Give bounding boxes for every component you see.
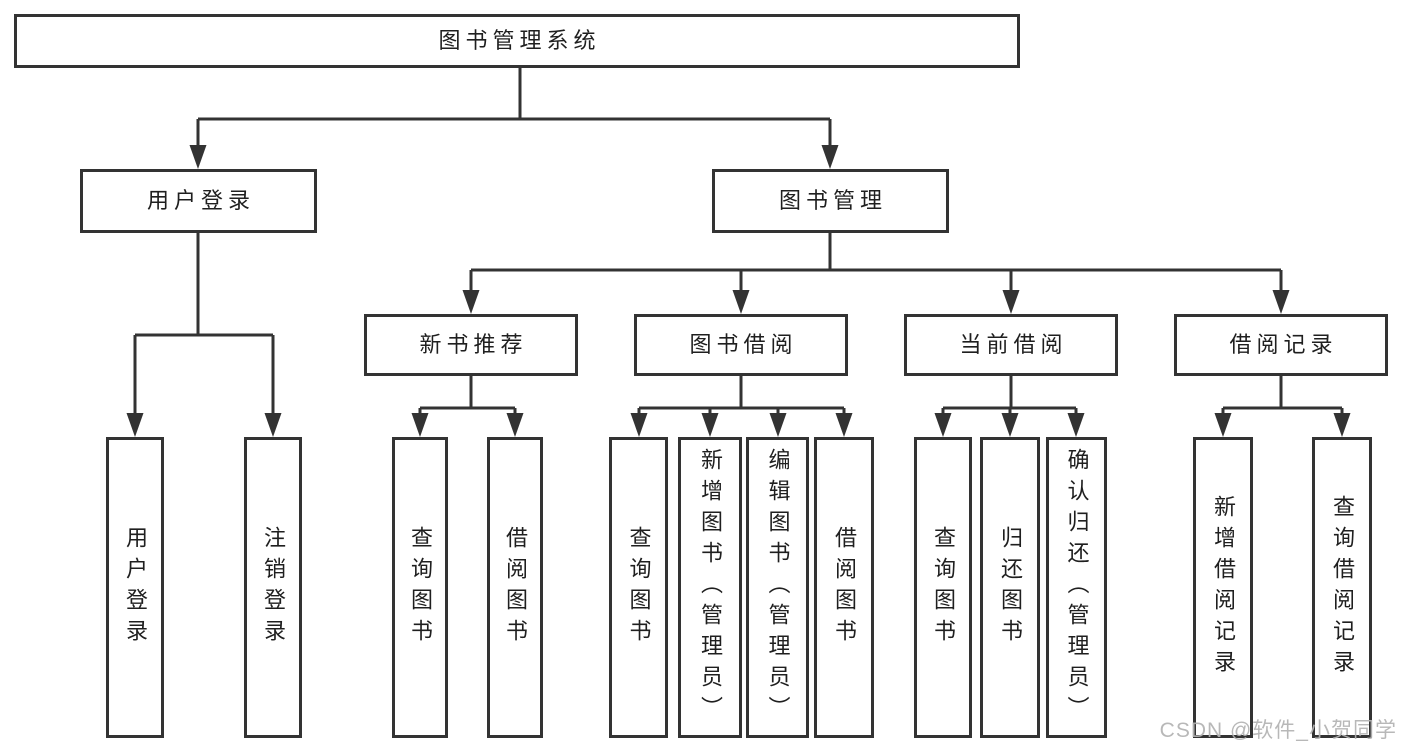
leaf-query-book-2-label: 查询图书 bbox=[626, 525, 652, 650]
leaf-add-book-admin: 新增图书（管理员） bbox=[678, 437, 742, 738]
node-user-login: 用户登录 bbox=[80, 169, 317, 233]
node-borrow-records-label: 借阅记录 bbox=[1229, 332, 1338, 357]
leaf-query-borrow-record-label: 查询借阅记录 bbox=[1330, 494, 1355, 681]
leaf-borrow-book-1-label: 借阅图书 bbox=[503, 525, 528, 650]
node-root: 图书管理系统 bbox=[14, 14, 1020, 68]
node-borrow-records: 借阅记录 bbox=[1174, 314, 1388, 376]
node-root-label: 图书管理系统 bbox=[438, 28, 601, 53]
leaf-query-book-1-label: 查询图书 bbox=[408, 525, 433, 650]
leaf-return-book: 归还图书 bbox=[980, 437, 1040, 738]
leaf-add-borrow-record-label: 新增借阅记录 bbox=[1211, 494, 1236, 681]
leaf-query-book-3: 查询图书 bbox=[914, 437, 972, 738]
leaf-edit-book-admin: 编辑图书（管理员） bbox=[746, 437, 809, 738]
node-user-login-label: 用户登录 bbox=[146, 188, 255, 213]
leaf-user-login-label: 用户登录 bbox=[123, 525, 148, 650]
leaf-borrow-book-2-label: 借阅图书 bbox=[832, 525, 857, 650]
leaf-confirm-return-admin-label: 确认归还（管理员） bbox=[1064, 448, 1090, 727]
leaf-add-book-admin-label: 新增图书（管理员） bbox=[698, 448, 723, 727]
node-current-borrow: 当前借阅 bbox=[904, 314, 1118, 376]
node-book-management: 图书管理 bbox=[712, 169, 949, 233]
watermark: CSDN @软件_小贺同学 bbox=[1159, 719, 1397, 742]
leaf-user-login: 用户登录 bbox=[106, 437, 164, 738]
arrowheads bbox=[126, 145, 1351, 437]
leaf-query-borrow-record: 查询借阅记录 bbox=[1312, 437, 1372, 738]
node-new-book-recommend: 新书推荐 bbox=[364, 314, 578, 376]
node-current-borrow-label: 当前借阅 bbox=[959, 332, 1068, 357]
leaf-logout: 注销登录 bbox=[244, 437, 302, 738]
leaf-return-book-label: 归还图书 bbox=[998, 525, 1023, 650]
node-new-book-recommend-label: 新书推荐 bbox=[419, 332, 528, 357]
node-book-borrow-label: 图书借阅 bbox=[689, 332, 798, 357]
leaf-query-book-2: 查询图书 bbox=[609, 437, 668, 738]
leaf-query-book-1: 查询图书 bbox=[392, 437, 448, 738]
node-book-management-label: 图书管理 bbox=[778, 188, 887, 213]
leaf-borrow-book-2: 借阅图书 bbox=[814, 437, 874, 738]
leaf-query-book-3-label: 查询图书 bbox=[931, 525, 956, 650]
node-book-borrow: 图书借阅 bbox=[634, 314, 848, 376]
leaf-add-borrow-record: 新增借阅记录 bbox=[1193, 437, 1253, 738]
leaf-confirm-return-admin: 确认归还（管理员） bbox=[1046, 437, 1107, 738]
leaf-edit-book-admin-label: 编辑图书（管理员） bbox=[765, 448, 791, 727]
leaf-borrow-book-1: 借阅图书 bbox=[487, 437, 543, 738]
leaf-logout-label: 注销登录 bbox=[261, 525, 286, 650]
